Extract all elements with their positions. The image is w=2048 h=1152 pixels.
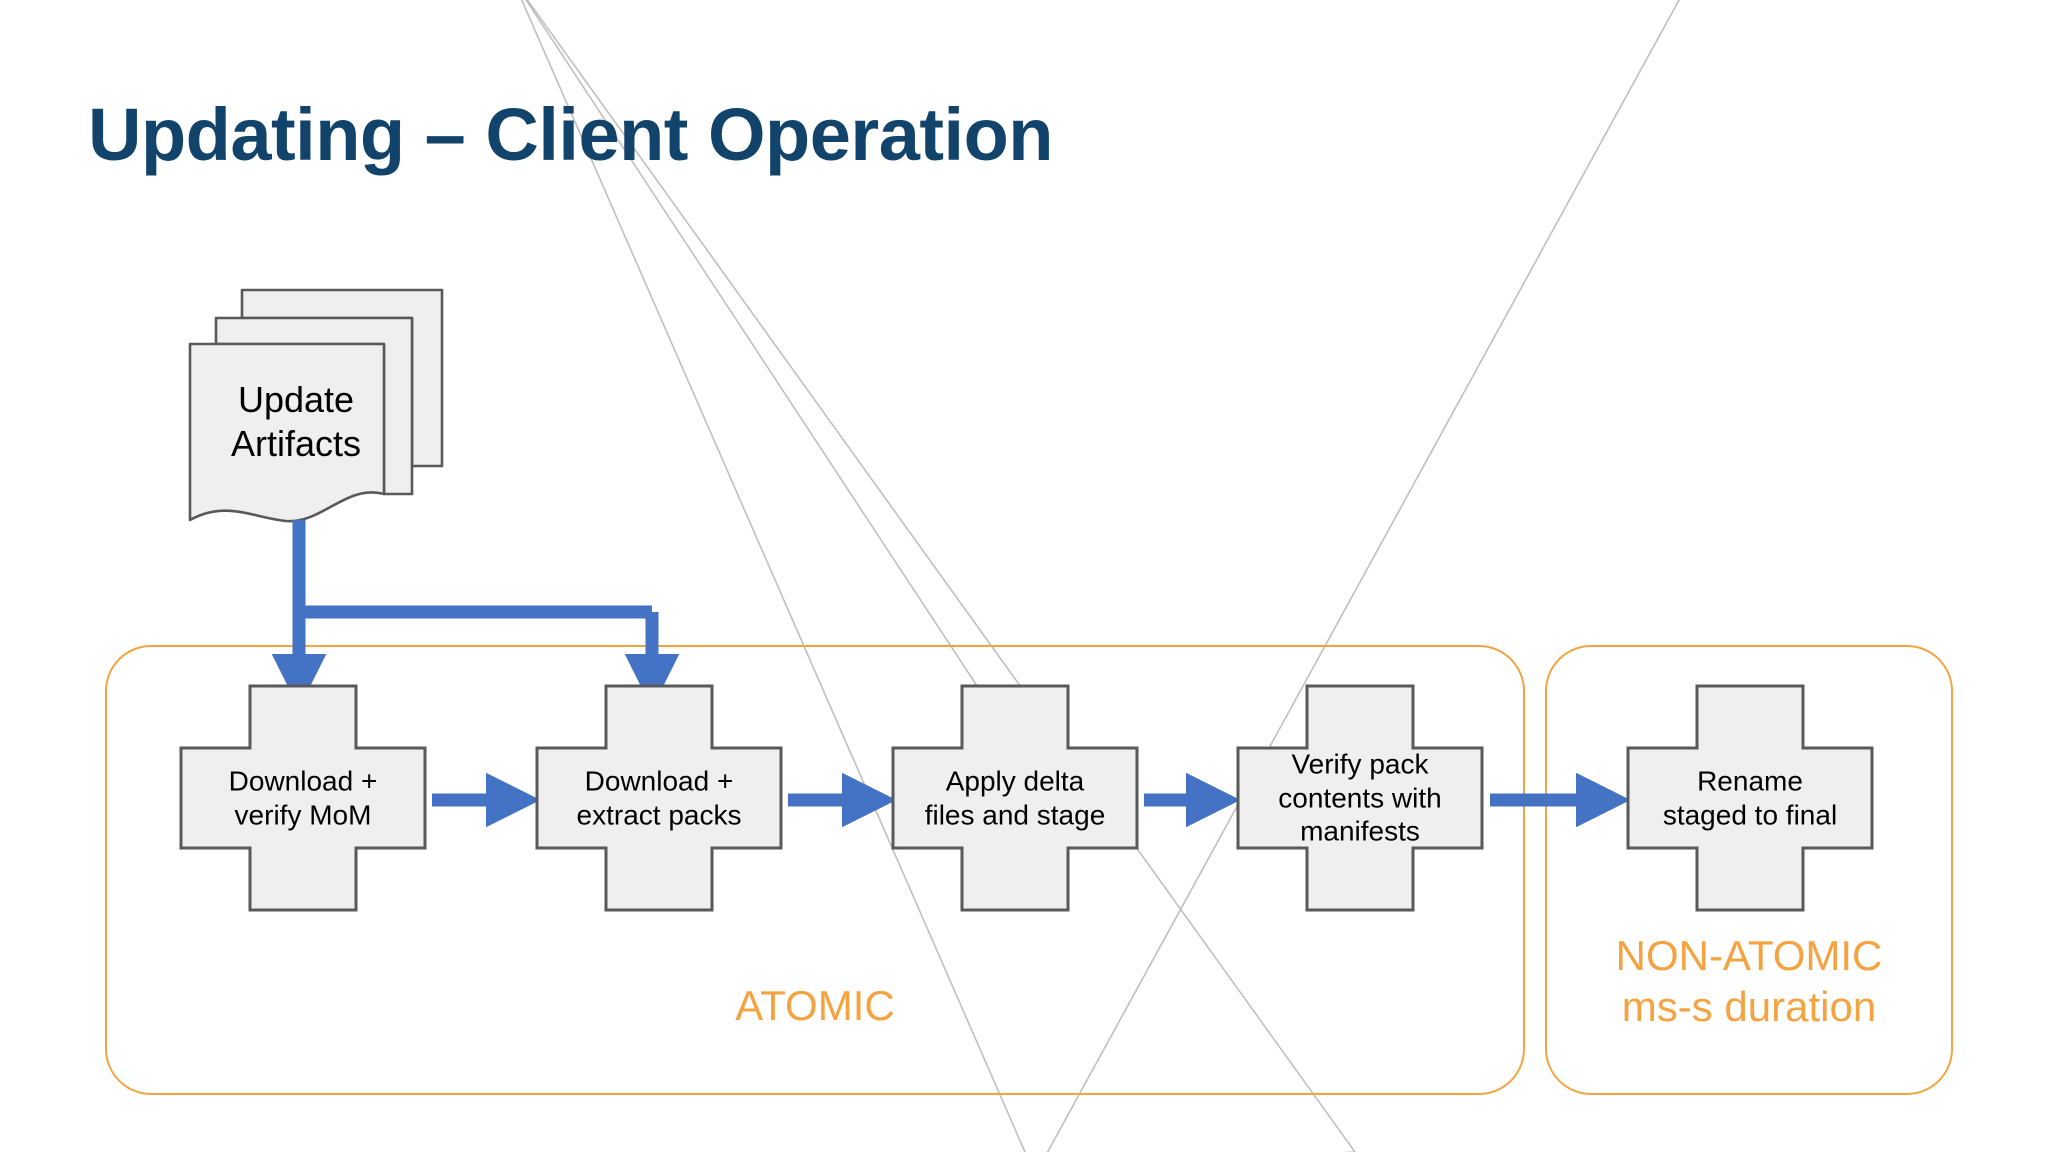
group-box-atomic [105, 645, 1525, 1095]
update-artifacts-label-line2: Artifacts [230, 422, 362, 464]
update-artifacts-label: Update Artifacts [196, 378, 396, 466]
group-box-non-atomic [1545, 645, 1953, 1095]
update-artifacts-label-line1: Update [237, 379, 355, 420]
step-cross-verify-pack-contents[interactable]: Verify pack contents with manifests [1235, 683, 1485, 913]
update-artifacts-document-stack [186, 288, 446, 530]
group-label-atomic-text: ATOMIC [735, 982, 895, 1029]
step-cross-rename-staged-to-final[interactable]: Rename staged to final [1625, 683, 1875, 913]
group-label-atomic: ATOMIC [0, 980, 1630, 1031]
step-cross-download-extract-packs[interactable]: Download + extract packs [534, 683, 784, 913]
page-title: Updating – Client Operation [88, 93, 1053, 176]
step-cross-download-verify-mom[interactable]: Download + verify MoM [178, 683, 428, 913]
step-cross-apply-delta-files[interactable]: Apply delta files and stage [890, 683, 1140, 913]
group-label-non-atomic-text: NON-ATOMIC [1615, 932, 1883, 979]
group-label-non-atomic-subtext: ms-s duration [1621, 983, 1877, 1031]
group-label-non-atomic: NON-ATOMIC ms-s duration [1545, 930, 1953, 1032]
